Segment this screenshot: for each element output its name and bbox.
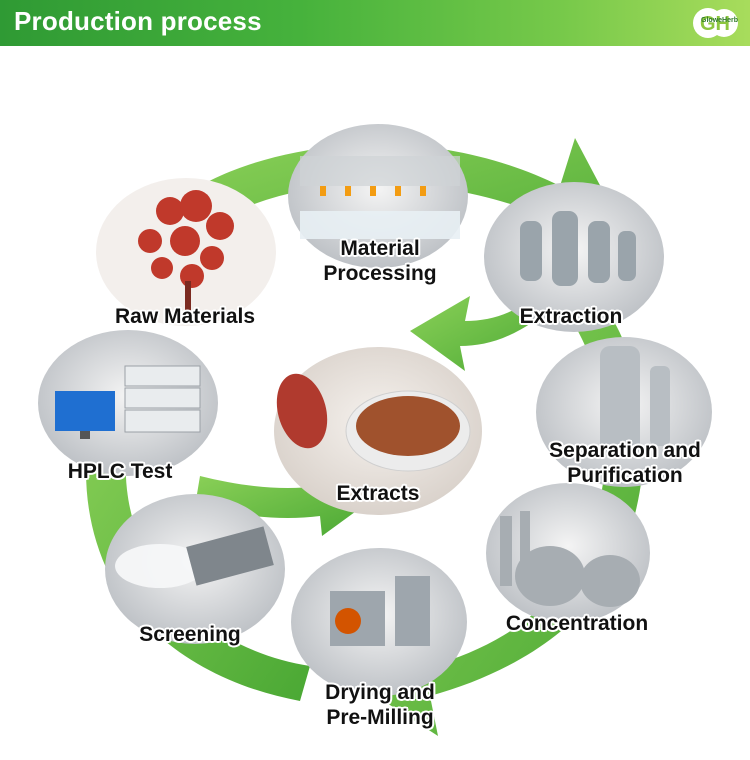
steam-cloud xyxy=(115,544,205,588)
header-banner: Production process GH GloweHerb xyxy=(0,0,750,46)
step-label-separation-purification: Separation and Purification xyxy=(549,439,701,487)
separation-column xyxy=(600,346,670,456)
monitor-icon xyxy=(55,391,115,431)
logo-mark: GH xyxy=(700,13,730,35)
extraction-tanks xyxy=(520,211,636,286)
hplc-instrument xyxy=(124,365,201,433)
step-label-concentration: Concentration xyxy=(505,612,649,635)
processing-nozzles xyxy=(320,186,426,196)
process-diagram: Raw Materials Material Processing Extrac… xyxy=(0,46,750,760)
step-label-screening: Screening xyxy=(139,623,241,646)
gloweherb-logo-icon: GH xyxy=(693,8,738,38)
logo-brand-text: GloweHerb xyxy=(701,17,738,24)
cycle-arrows xyxy=(38,124,712,736)
page-title: Production process xyxy=(14,6,262,36)
red-herb-icon xyxy=(138,190,234,311)
step-label-drying-pre-milling: Drying and Pre-Milling xyxy=(325,681,435,729)
herb-slice-icon xyxy=(276,373,328,449)
screening-belt xyxy=(186,526,274,586)
powder-icon xyxy=(356,396,460,456)
step-label-material-processing: Material Processing xyxy=(323,237,437,285)
step-label-extraction: Extraction xyxy=(519,305,623,328)
step-label-hplc-test: HPLC Test xyxy=(67,460,173,483)
outer-arrow-band xyxy=(120,138,640,291)
concentration-vessels xyxy=(500,511,640,607)
step-label-raw-materials: Raw Materials xyxy=(114,305,256,328)
drying-machine xyxy=(330,576,430,646)
step-label-extracts: Extracts xyxy=(336,482,420,505)
